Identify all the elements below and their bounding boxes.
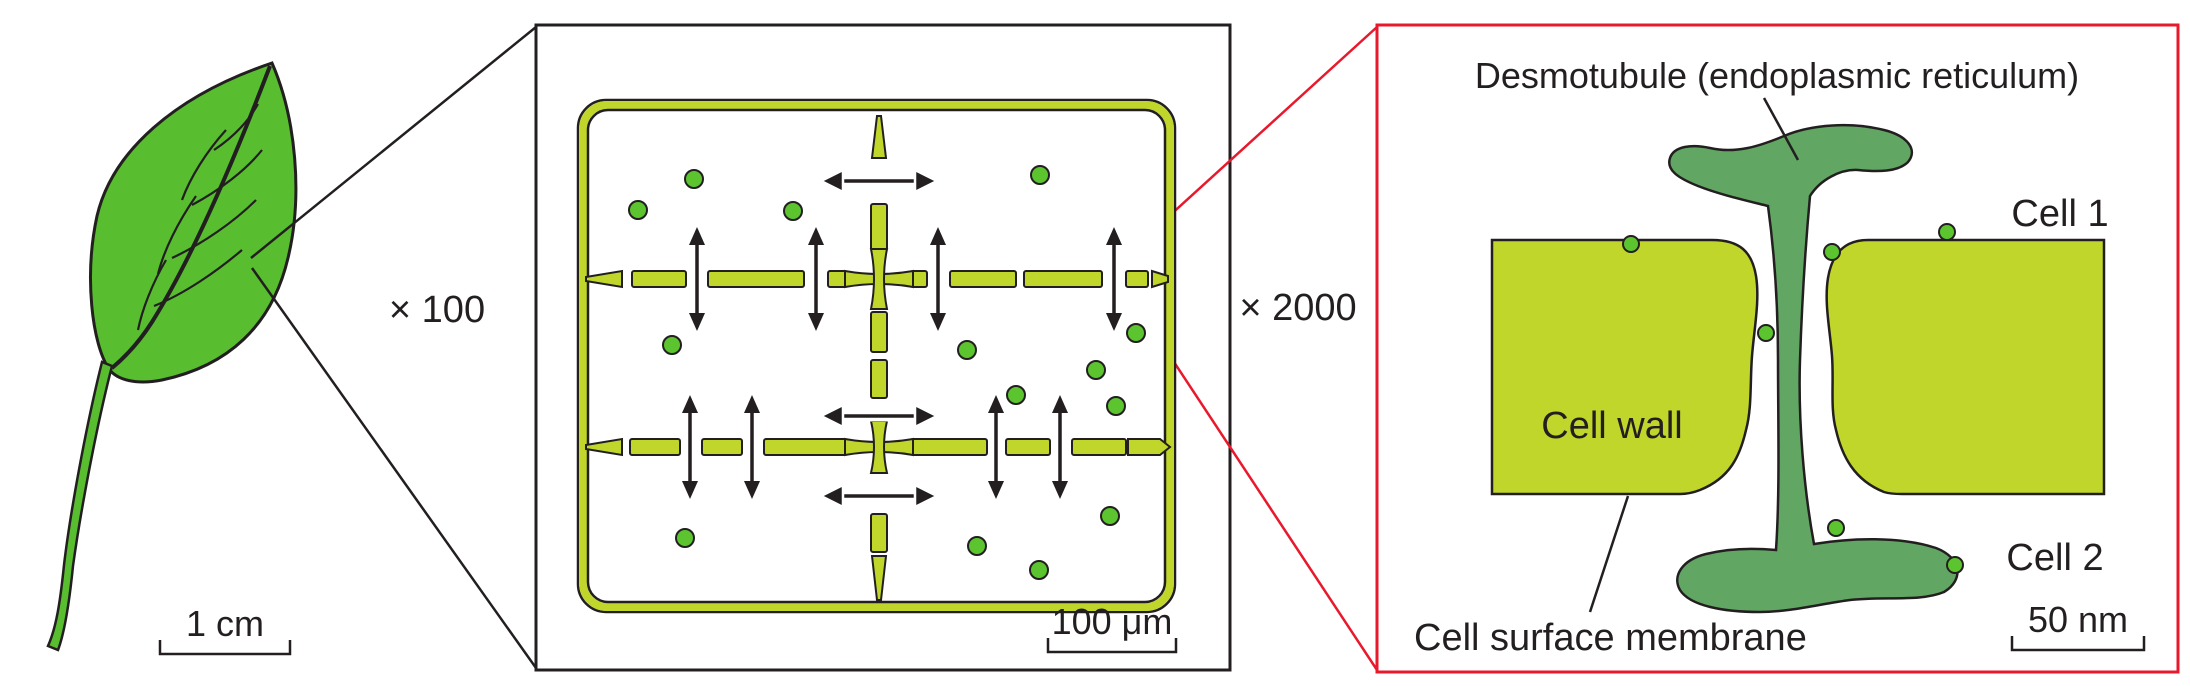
- leaf-blade: [89, 61, 298, 384]
- plasmodesma-arrow-vertical: [744, 395, 760, 499]
- magnification-x2000-label: × 2000: [1239, 287, 1356, 329]
- plasmodesma-arrow-horizontal: [818, 167, 940, 195]
- cell-surface-membrane-label: Cell surface membrane: [1414, 617, 1807, 659]
- scale-bar-50nm: 50 nm: [2010, 599, 2146, 652]
- plasmodesma-arrow-vertical: [682, 395, 698, 499]
- desmotubule-shape: [1668, 123, 1959, 614]
- plasmodesma-arrow-vertical: [689, 227, 705, 331]
- leaf-veins: [136, 103, 263, 331]
- plasmodesma-arrows-vertical: [682, 227, 1122, 499]
- plasmodesma-arrow-vertical: [1052, 395, 1068, 499]
- cell-wall-left-block: [1490, 238, 1759, 496]
- scale-bar-50nm-label: 50 nm: [2028, 599, 2128, 640]
- plasmodesma-arrow-vertical: [808, 227, 824, 331]
- plasmodesma-arrow-vertical: [930, 227, 946, 331]
- desmotubule-leader-line: [1762, 97, 1800, 161]
- leaf-midrib: [110, 65, 272, 370]
- cell-wall-right-block: [1825, 238, 2106, 496]
- cell-wall-label: Cell wall: [1541, 405, 1682, 447]
- cell2-label: Cell 2: [2006, 537, 2103, 579]
- desmotubule-label: Desmotubule (endoplasmic reticulum): [1475, 55, 2079, 96]
- cell-wall-cross-junction-lower: [844, 420, 914, 474]
- cell-wall-dashed-vertical: [870, 115, 888, 601]
- cell-tissue-drawing: [576, 98, 1177, 614]
- leaf-stem: [46, 360, 114, 652]
- plasmodesma-arrow-vertical: [988, 395, 1004, 499]
- leaf-illustration: [46, 61, 298, 652]
- cell-wall-cross-junction-upper: [844, 248, 914, 310]
- plasmodesma-arrows-horizontal: [818, 167, 940, 510]
- cell-wall-dashed-row1: [585, 269, 1169, 289]
- projection-line-bottom: [250, 267, 538, 669]
- plasmodesma-arrow-horizontal: [818, 402, 940, 430]
- cell-wall-dashed-row2: [585, 437, 1172, 457]
- plasmodesma-dots: [1622, 223, 1964, 574]
- scale-bar-1cm: 1 cm: [158, 603, 292, 656]
- scale-bar-100um-label: 100 μm: [1052, 601, 1173, 642]
- chloroplast-dots: [628, 165, 1146, 580]
- scale-bar-100um: 100 μm: [1046, 601, 1178, 654]
- scale-bar-1cm-label: 1 cm: [186, 603, 264, 644]
- plasmodesma-arrow-horizontal: [818, 482, 940, 510]
- plasmodesma-arrow-vertical: [1106, 227, 1122, 331]
- plasmodesma-drawing: Desmotubule (endoplasmic reticulum) Cell…: [1414, 55, 2109, 659]
- projection-line-top: [250, 26, 537, 259]
- magnification-x100-label: × 100: [389, 289, 485, 331]
- membrane-leader-line: [1588, 495, 1630, 613]
- cell-outer-wall: [576, 98, 1177, 614]
- cell1-label: Cell 1: [2011, 193, 2108, 235]
